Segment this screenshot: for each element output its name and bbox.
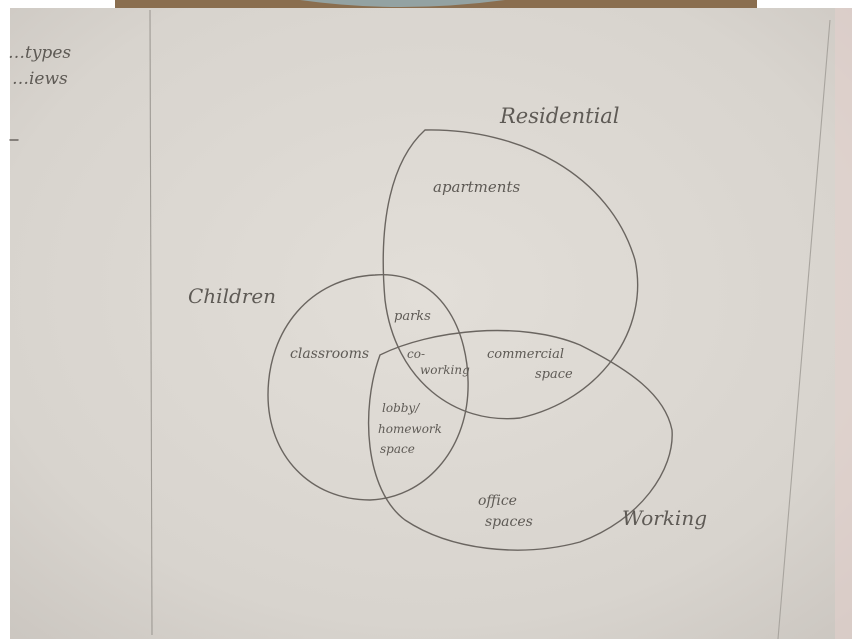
set-label-residential: Residential: [499, 104, 620, 128]
region-label-commercial-2: space: [535, 367, 573, 382]
ruled-line-right: [777, 19, 831, 639]
margin-note-line-2: …iews: [12, 69, 68, 89]
region-label-coworking-1: co-: [407, 347, 425, 361]
residential-circle: [382, 129, 639, 420]
region-label-office-1: office: [478, 493, 517, 509]
margin-note-line-1: …types: [8, 43, 71, 63]
region-label-lobby-1: lobby/: [382, 401, 421, 415]
region-label-classrooms: classrooms: [290, 346, 369, 362]
region-label-office-2: spaces: [485, 514, 533, 530]
set-label-working: Working: [622, 506, 707, 530]
paper-right-edge: [835, 8, 852, 639]
ruled-line-left: [149, 9, 153, 636]
working-circle: [367, 329, 673, 551]
dish-rim: [300, 0, 505, 7]
region-label-apartments: apartments: [433, 178, 520, 196]
region-label-lobby-2: homework: [378, 422, 442, 436]
region-label-commercial-1: commercial: [487, 347, 564, 362]
region-label-coworking-2: working: [420, 363, 470, 377]
children-circle: [267, 274, 469, 501]
paper-sheet: [10, 8, 852, 639]
set-label-children: Children: [188, 284, 276, 308]
region-label-parks: parks: [394, 309, 431, 324]
region-label-lobby-3: space: [380, 442, 415, 456]
